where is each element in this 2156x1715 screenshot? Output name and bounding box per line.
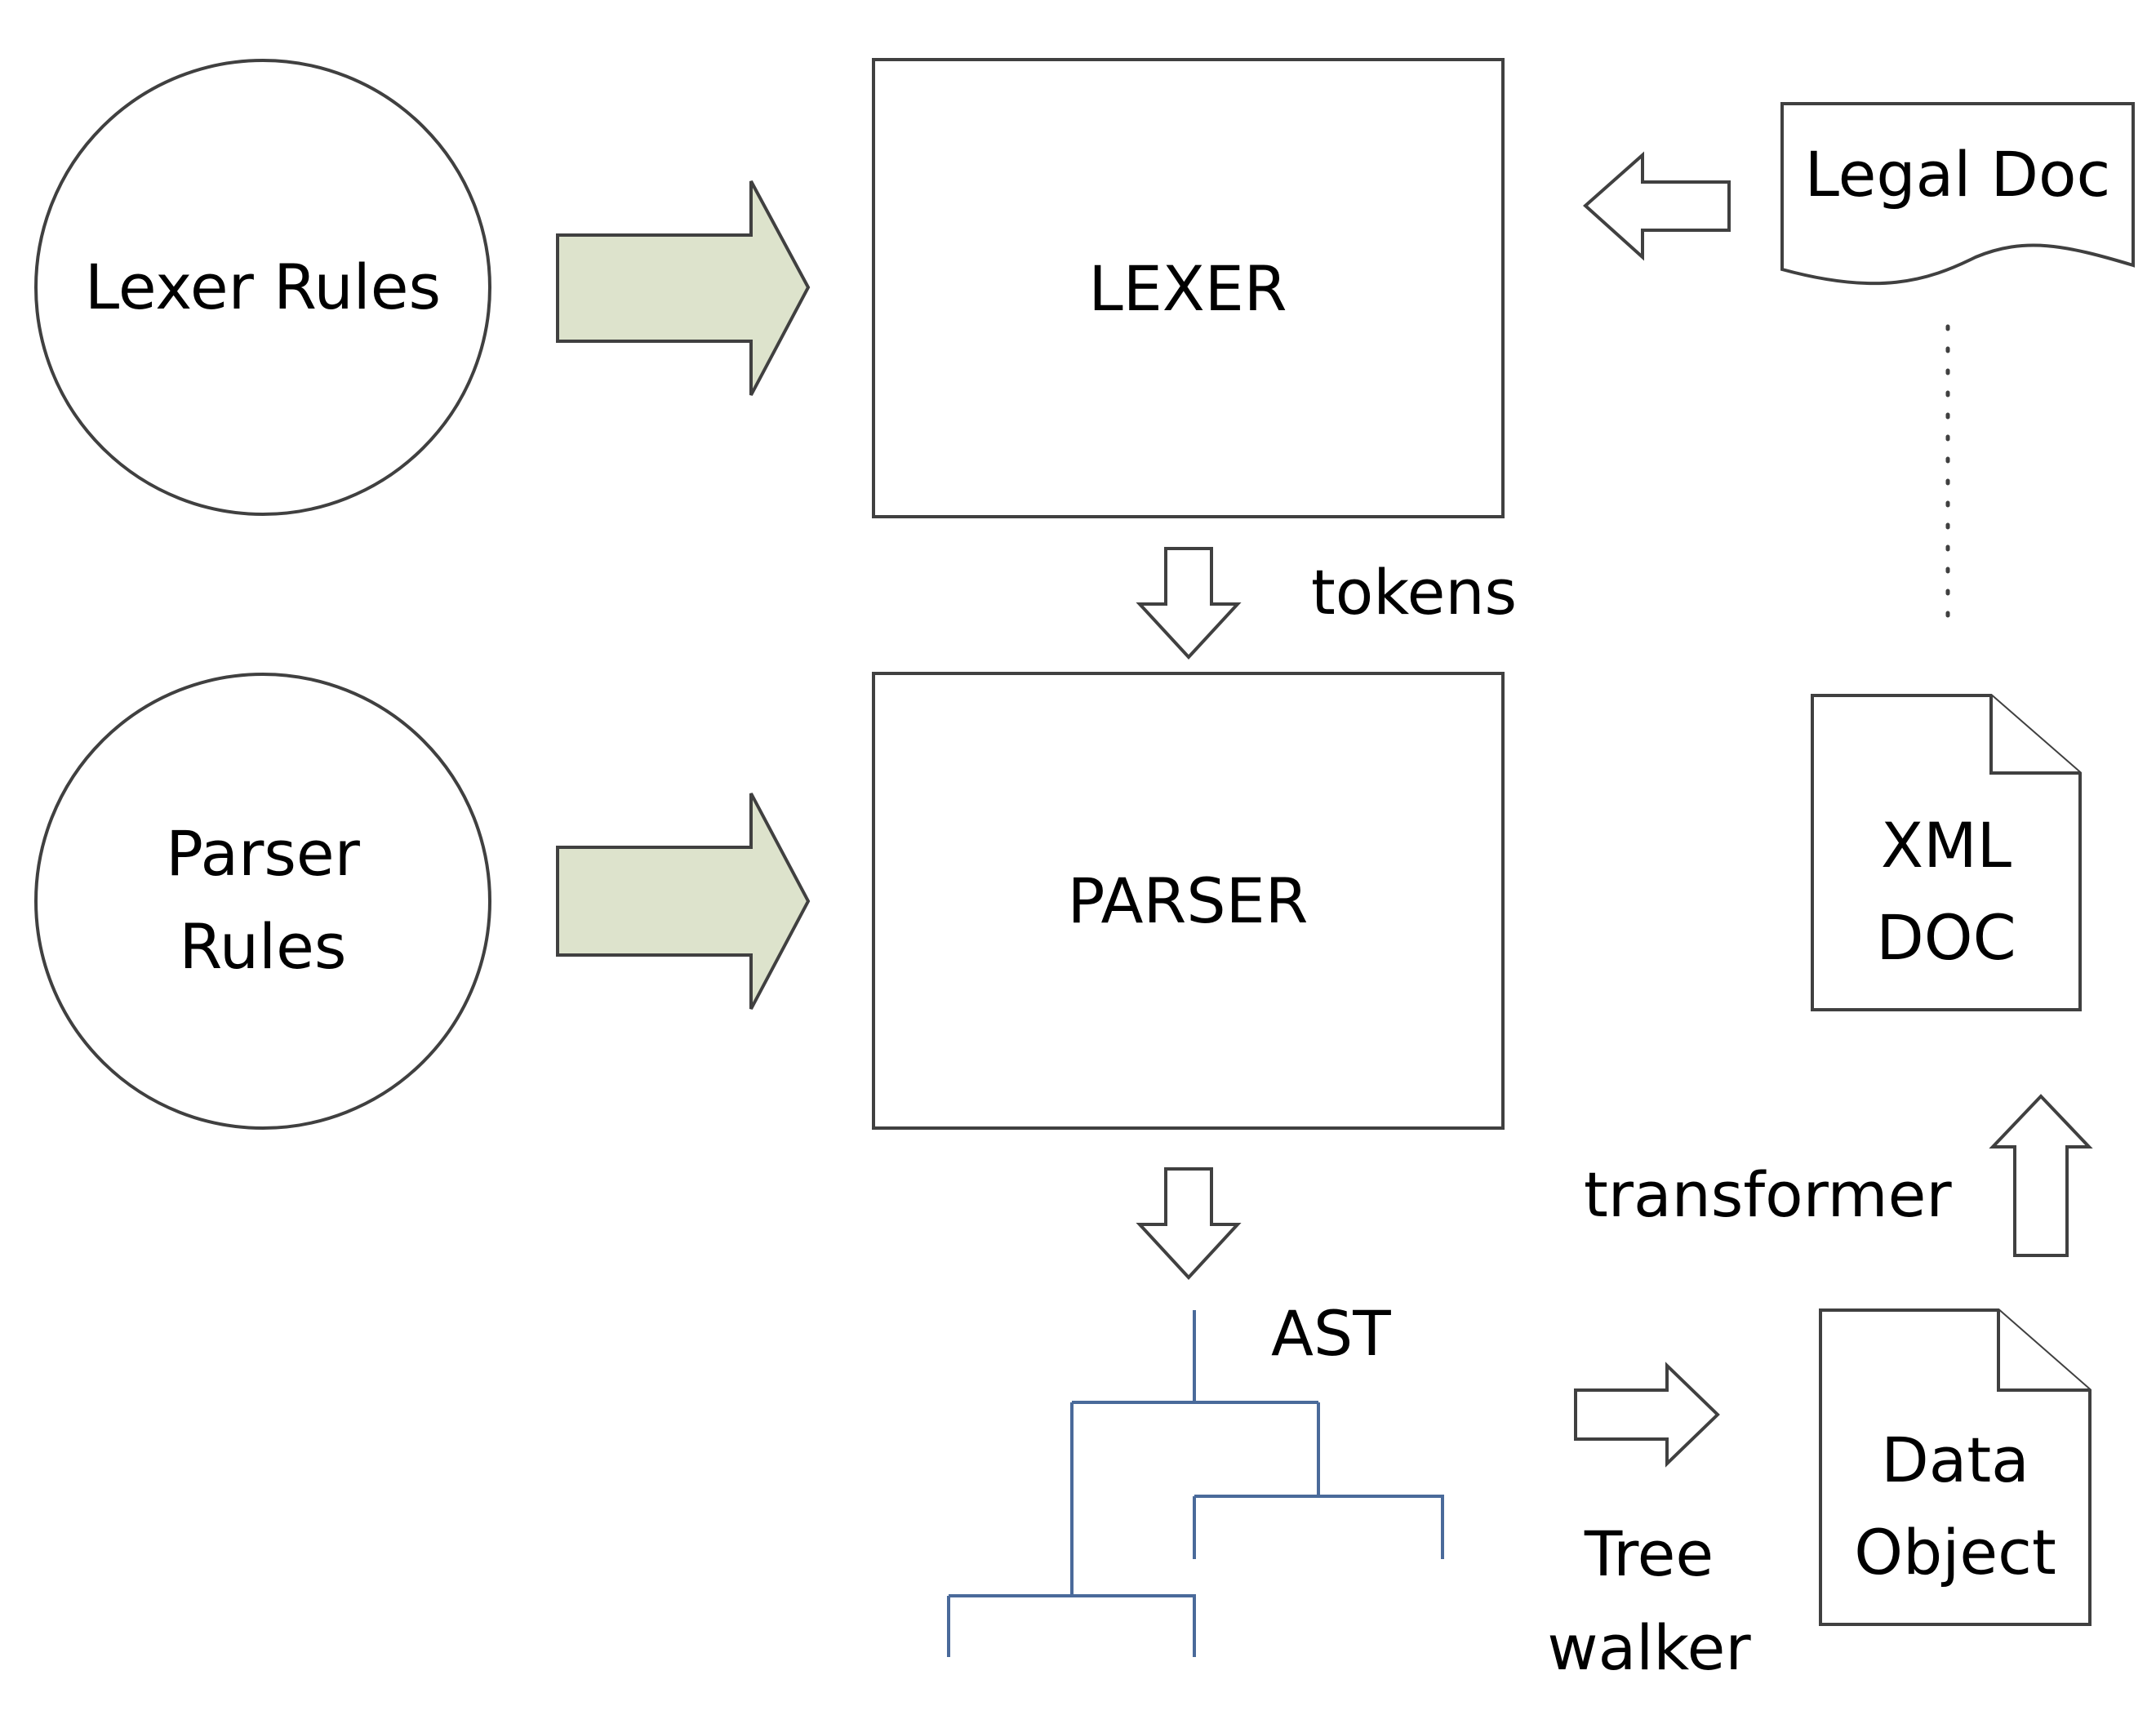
parser-rules-node: Parser Rules xyxy=(34,673,491,1130)
parser-rules-label-line2: Rules xyxy=(179,910,346,983)
tokens-label: tokens xyxy=(1311,556,1517,629)
ast-label: AST xyxy=(1271,1297,1391,1370)
lexer-rules-node: Lexer Rules xyxy=(34,59,491,516)
lexer-box: LEXER xyxy=(872,58,1505,518)
tree-walker-right-arrow xyxy=(1574,1362,1720,1468)
ast-down-arrow xyxy=(1136,1167,1242,1280)
legal-doc-node: Legal Doc xyxy=(1780,102,2135,286)
parser-box: PARSER xyxy=(872,672,1505,1130)
data-object-label-line2: Object xyxy=(1854,1516,2056,1588)
legal-doc-label: Legal Doc xyxy=(1805,138,2111,211)
parser-rules-arrow xyxy=(556,793,811,1010)
legal-doc-left-arrow xyxy=(1582,151,1731,261)
lexer-label: LEXER xyxy=(1088,252,1287,325)
tree-walker-label-line2: walker xyxy=(1547,1611,1751,1684)
xml-doc-label-line1: XML xyxy=(1881,809,2012,882)
xml-doc-label-line2: DOC xyxy=(1876,901,2016,974)
ast-tree xyxy=(947,1310,1444,1657)
parser-rules-label-line1: Parser xyxy=(166,817,361,890)
transformer-label: transformer xyxy=(1584,1158,1952,1231)
tree-walker-label-line1: Tree xyxy=(1584,1517,1714,1590)
xml-doc-node: XML DOC xyxy=(1811,694,2082,1011)
lexer-rules-arrow xyxy=(556,180,811,396)
lexer-rules-label: Lexer Rules xyxy=(85,251,441,323)
data-object-node: Data Object xyxy=(1819,1308,2092,1626)
parser-label: PARSER xyxy=(1068,864,1309,937)
tokens-down-arrow xyxy=(1136,547,1242,660)
transformer-up-arrow xyxy=(1989,1094,2093,1257)
data-object-label-line1: Data xyxy=(1881,1424,2029,1496)
